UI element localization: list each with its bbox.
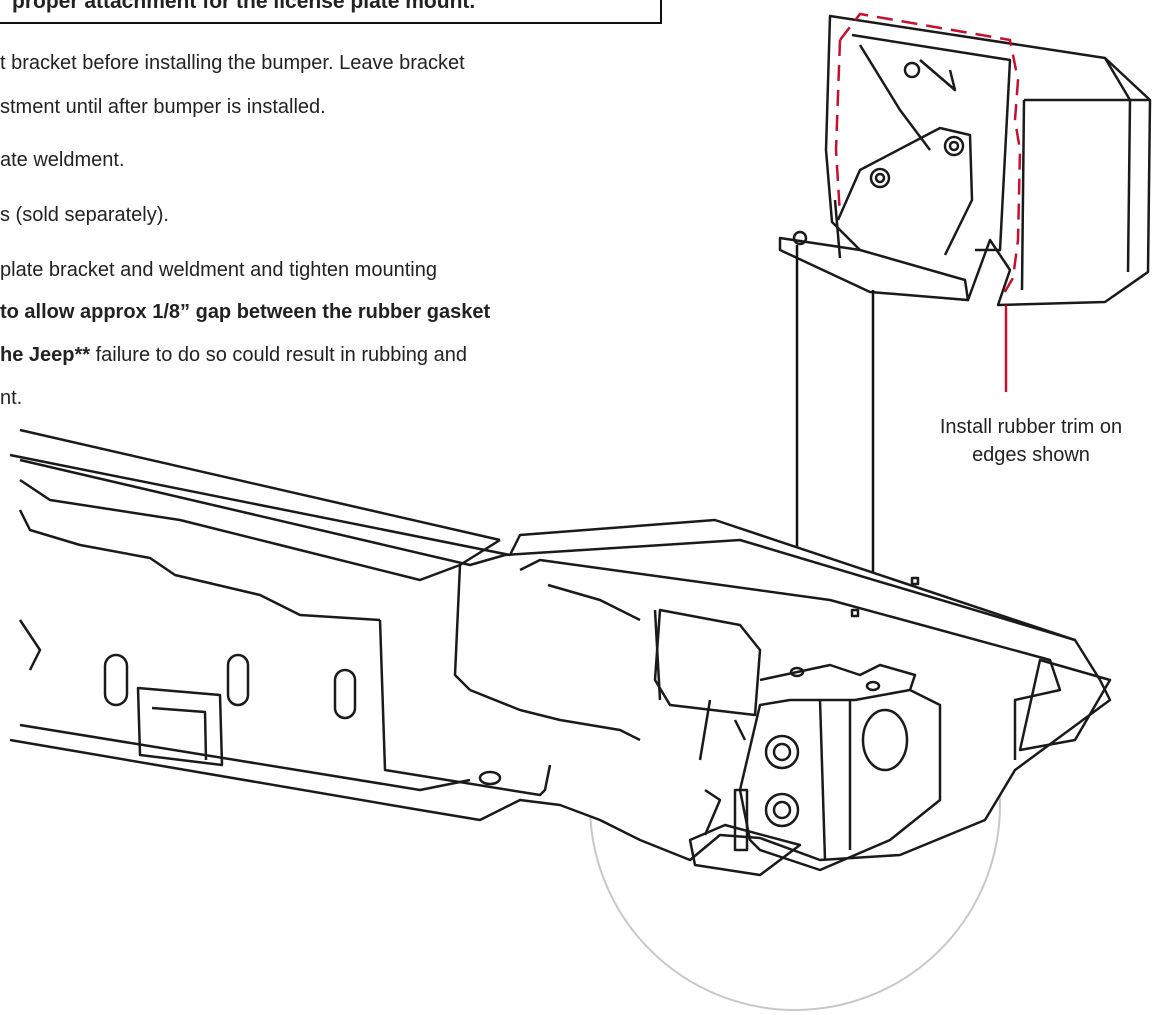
instruction-line-rest: failure to do so could result in rubbing… <box>90 344 467 366</box>
note-heading: proper attachment for the license plate … <box>12 0 476 13</box>
instruction-emphasis: he Jeep** <box>0 344 91 366</box>
instruction-line: ate weldment. <box>0 149 125 171</box>
trim-callout: Install rubber trim on edges shown <box>896 413 1166 469</box>
instruction-line-bold: to allow approx 1/8” gap between the rub… <box>0 301 491 323</box>
instruction-line: stment until after bumper is installed. <box>0 96 326 118</box>
instruction-line: s (sold separately). <box>0 204 169 226</box>
instruction-line: t bracket before installing the bumper. … <box>0 52 465 74</box>
license-plate-mount <box>778 14 1152 307</box>
bumper-body <box>9 428 1112 877</box>
note-heading-box: proper attachment for the license plate … <box>0 0 662 24</box>
instruction-line: he Jeep** failure to do so could result … <box>0 345 467 365</box>
rubber-trim-marker <box>839 12 1022 301</box>
callout-line-1: Install rubber trim on <box>939 416 1123 438</box>
instruction-line: plate bracket and weldment and tighten m… <box>0 259 437 281</box>
instruction-line: nt. <box>0 387 23 409</box>
callout-line-2: edges shown <box>972 444 1090 466</box>
